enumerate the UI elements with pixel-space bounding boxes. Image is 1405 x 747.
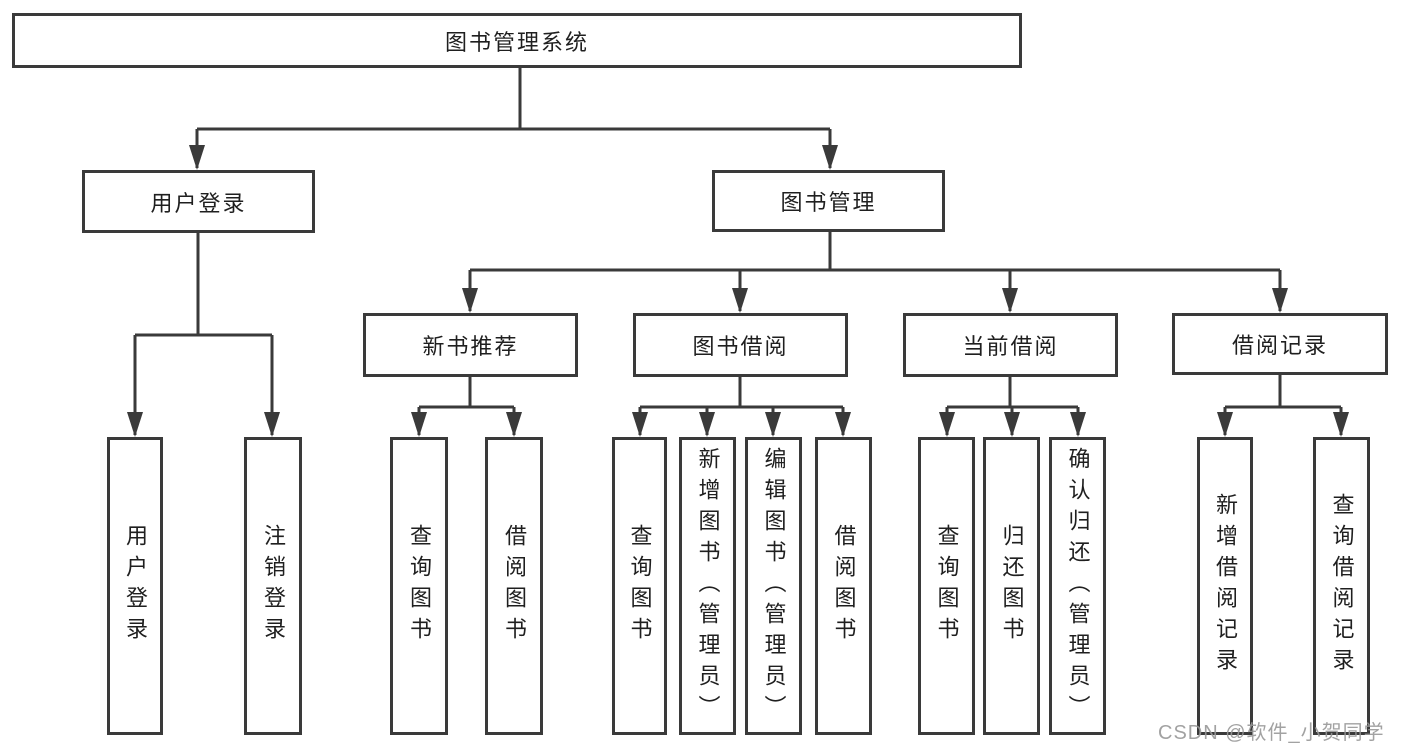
leaf-records-query-record: 查询借阅记录 [1313,437,1370,735]
leaf-recommend-borrow-books-label: 借阅图书 [502,524,527,648]
leaf-borrow-edit-books-admin: 编辑图书（管理员） [745,437,802,735]
leaf-user-login-label: 用户登录 [123,524,148,648]
leaf-borrow-add-books-admin: 新增图书（管理员） [679,437,736,735]
node-borrow-records: 借阅记录 [1172,313,1388,375]
node-book-management: 图书管理 [712,170,945,232]
csdn-watermark: CSDN @软件_小贺同学 [1158,722,1385,744]
leaf-logout-label: 注销登录 [261,524,286,648]
leaf-records-query-record-label: 查询借阅记录 [1329,493,1355,679]
leaf-borrow-query-books-label: 查询图书 [627,524,653,648]
leaf-current-confirm-return-admin-label: 确认归还（管理员） [1065,446,1091,726]
leaf-current-return-books: 归还图书 [983,437,1040,735]
leaf-recommend-query-books-label: 查询图书 [407,524,432,648]
leaf-borrow-borrow-books-label: 借阅图书 [831,524,857,648]
leaf-logout: 注销登录 [244,437,302,735]
leaf-user-login: 用户登录 [107,437,163,735]
node-user-login: 用户登录 [82,170,315,233]
leaf-recommend-query-books: 查询图书 [390,437,448,735]
leaf-borrow-add-books-admin-label: 新增图书（管理员） [695,446,721,726]
leaf-recommend-borrow-books: 借阅图书 [485,437,543,735]
node-current-borrow: 当前借阅 [903,313,1118,377]
leaf-records-add-record-label: 新增借阅记录 [1213,493,1238,679]
node-library-management-system: 图书管理系统 [12,13,1022,68]
node-new-book-recommend: 新书推荐 [363,313,578,377]
leaf-current-return-books-label: 归还图书 [999,524,1025,648]
leaf-current-confirm-return-admin: 确认归还（管理员） [1049,437,1106,735]
leaf-borrow-borrow-books: 借阅图书 [815,437,872,735]
leaf-current-query-books-label: 查询图书 [934,524,960,648]
leaf-borrow-edit-books-admin-label: 编辑图书（管理员） [761,446,787,726]
node-book-borrow: 图书借阅 [633,313,848,377]
leaf-current-query-books: 查询图书 [918,437,975,735]
leaf-records-add-record: 新增借阅记录 [1197,437,1253,735]
leaf-borrow-query-books: 查询图书 [612,437,667,735]
